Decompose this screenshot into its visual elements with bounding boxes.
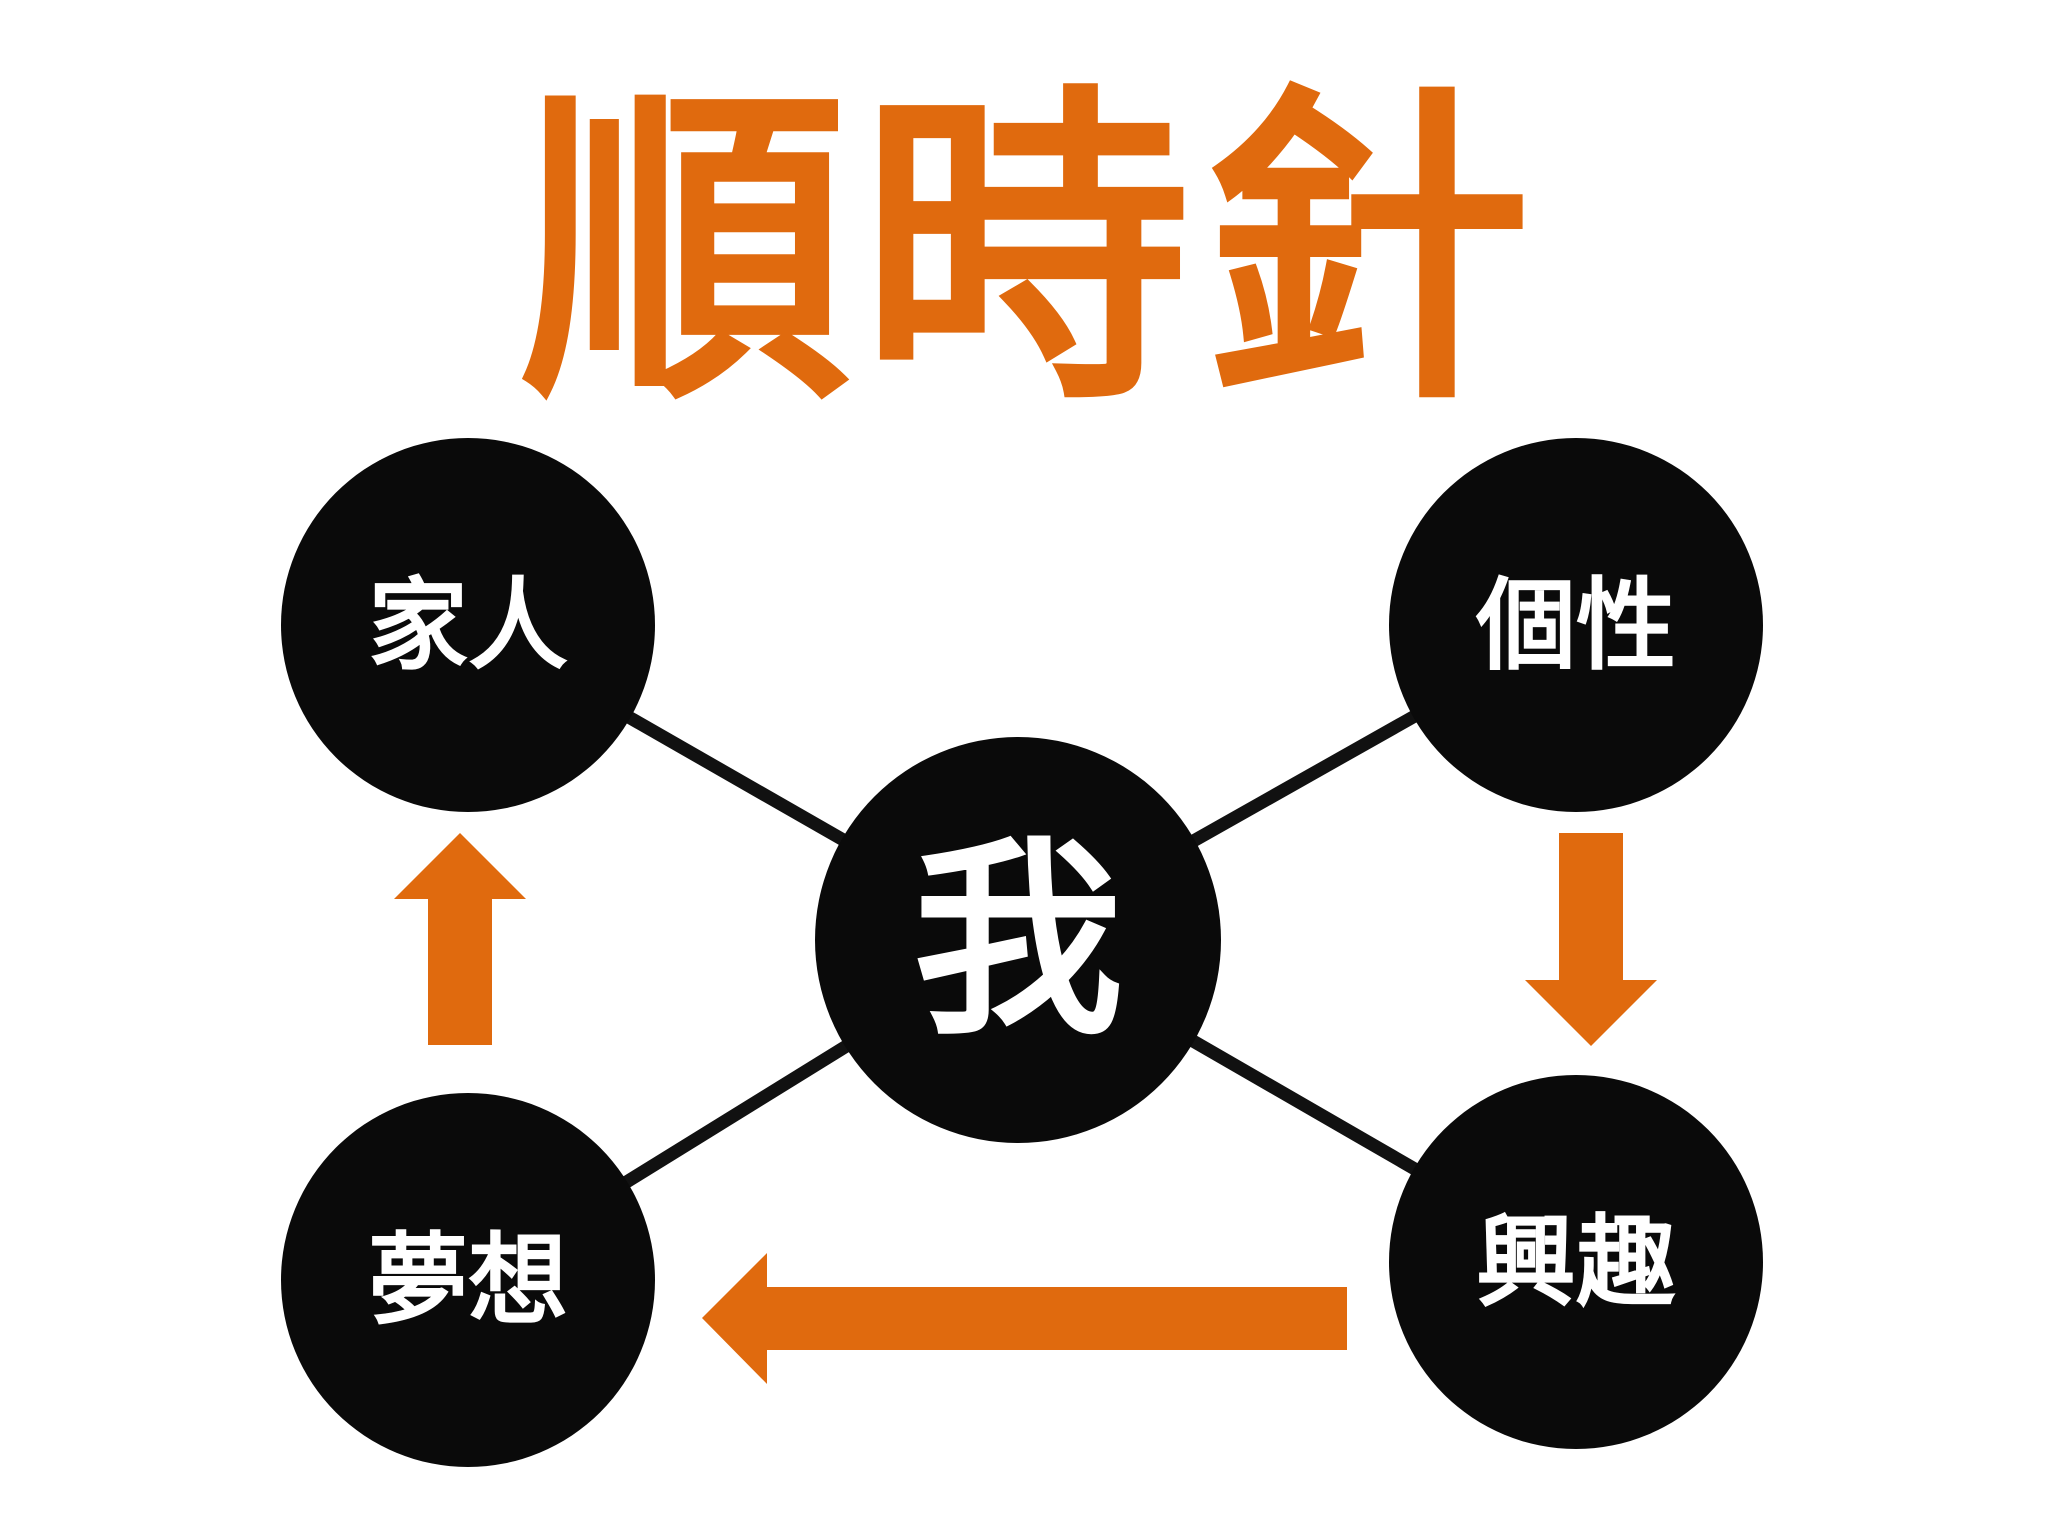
node-self-label: 我 — [913, 817, 1123, 1064]
node-dream: 夢想 — [281, 1093, 655, 1467]
arrow-up-icon — [394, 833, 526, 1045]
node-family-label: 家人 — [368, 566, 568, 684]
node-dream-circle — [281, 1093, 655, 1467]
node-self: 我 — [815, 737, 1221, 1143]
node-self-circle — [815, 737, 1221, 1143]
node-interest-circle — [1389, 1075, 1763, 1449]
node-interest-label: 興趣 — [1476, 1203, 1676, 1321]
arrow-down-icon — [1525, 833, 1657, 1046]
node-personality-label: 個性 — [1475, 566, 1676, 684]
diagram-title: 順時針 — [520, 56, 1540, 444]
node-interest: 興趣 — [1389, 1075, 1763, 1449]
node-personality-circle — [1389, 438, 1763, 812]
arrow-left-icon — [702, 1253, 1347, 1384]
node-family: 家人 — [281, 438, 655, 812]
node-dream-label: 夢想 — [368, 1221, 568, 1339]
node-personality: 個性 — [1389, 438, 1763, 812]
node-family-circle — [281, 438, 655, 812]
